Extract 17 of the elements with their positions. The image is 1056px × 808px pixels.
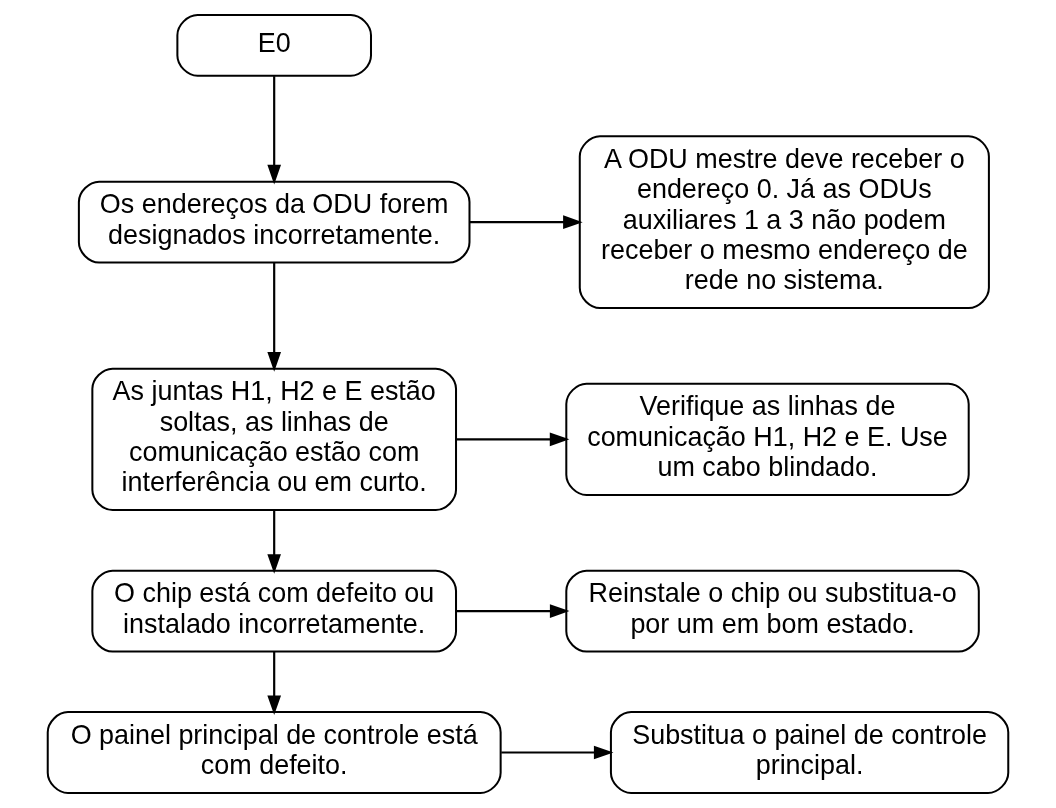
- arrow: [267, 263, 282, 372]
- arrow: [267, 652, 282, 716]
- arrow: [501, 745, 614, 760]
- node-box: Os endereços da ODU forem designados incorretamente.: [77, 180, 471, 264]
- arrow: [456, 604, 570, 618]
- arrow: [469, 215, 583, 229]
- node-box: Verifique as linhas de comunicação H1, H2 e E. Use um cabo blindado.: [565, 382, 970, 496]
- node-box: Reinstale o chip ou substitua-o por um em bom estado.: [565, 569, 980, 653]
- node-box: A ODU mestre deve receber o endereço 0. Já as ODUs auxiliares 1 a 3 não podem receber o mesmo endereço de rede no sistema.: [578, 135, 990, 310]
- node-box: O painel principal de controle está com defeito.: [46, 711, 502, 794]
- arrow: [456, 432, 570, 447]
- node-box: O chip está com defeito ou instalado incorretamente.: [91, 569, 458, 653]
- node-box: E0: [176, 14, 372, 77]
- node-box: Substitua o painel de controle principal.: [609, 711, 1010, 794]
- node-box: As juntas H1, H2 e E estão soltas, as linhas de comunicação estão com interferência ou em curto.: [91, 367, 458, 512]
- arrow: [267, 76, 282, 185]
- arrow: [267, 510, 282, 574]
